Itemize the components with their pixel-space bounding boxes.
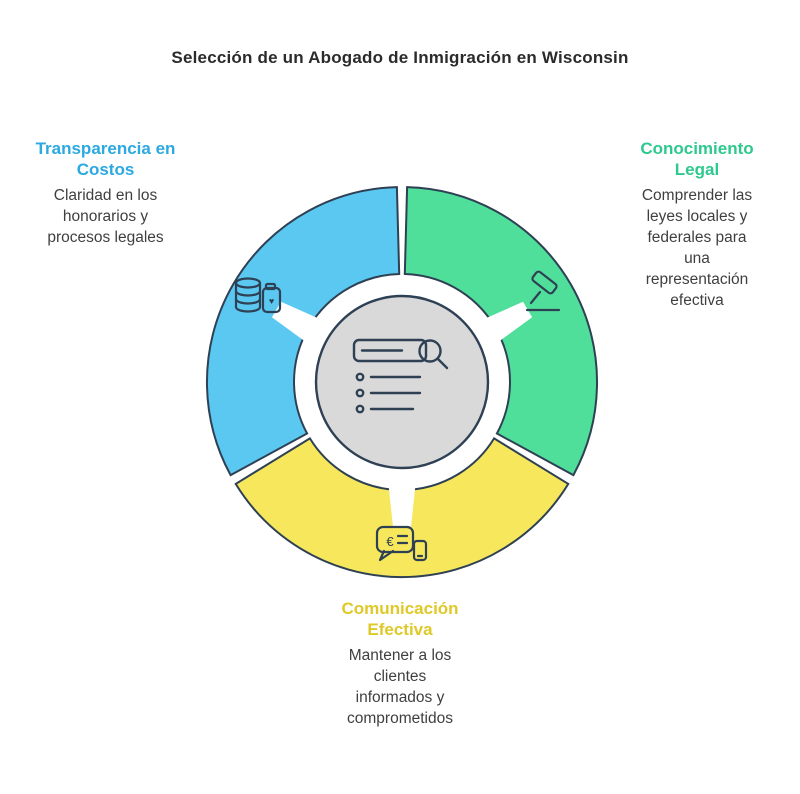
segment-notch-blue bbox=[271, 301, 325, 346]
euro-glyph: € bbox=[386, 534, 394, 549]
chat-euro-phone-icon: € bbox=[375, 525, 428, 562]
conocimiento-description: Comprender las leyes locales y federales… bbox=[641, 186, 753, 309]
label-block-transparencia: Transparencia en Costos Claridad en los … bbox=[18, 138, 193, 248]
segment-notch-green bbox=[479, 301, 533, 346]
label-block-comunicacion: Comunicación Efectiva Mantener a los cli… bbox=[310, 598, 490, 729]
heart-glyph: ♥ bbox=[269, 296, 274, 306]
comunicacion-description: Mantener a los clientes informados y com… bbox=[347, 646, 453, 727]
document-search-icon bbox=[352, 338, 449, 414]
segment-notch-yellow bbox=[388, 480, 416, 527]
transparencia-heading: Transparencia en Costos bbox=[35, 139, 176, 180]
donut-group: ♥ € bbox=[206, 186, 598, 578]
comunicacion-heading: Comunicación Efectiva bbox=[341, 599, 459, 640]
page-title: Selección de un Abogado de Inmigración e… bbox=[171, 48, 629, 67]
coins-and-jar-icon: ♥ bbox=[234, 277, 282, 314]
transparencia-description: Claridad en los honorarios y procesos le… bbox=[47, 186, 164, 246]
center-circle bbox=[314, 294, 490, 470]
gavel-icon bbox=[525, 270, 561, 312]
label-block-conocimiento: Conocimiento Legal Comprender las leyes … bbox=[618, 138, 776, 311]
conocimiento-heading: Conocimiento Legal bbox=[640, 139, 754, 180]
